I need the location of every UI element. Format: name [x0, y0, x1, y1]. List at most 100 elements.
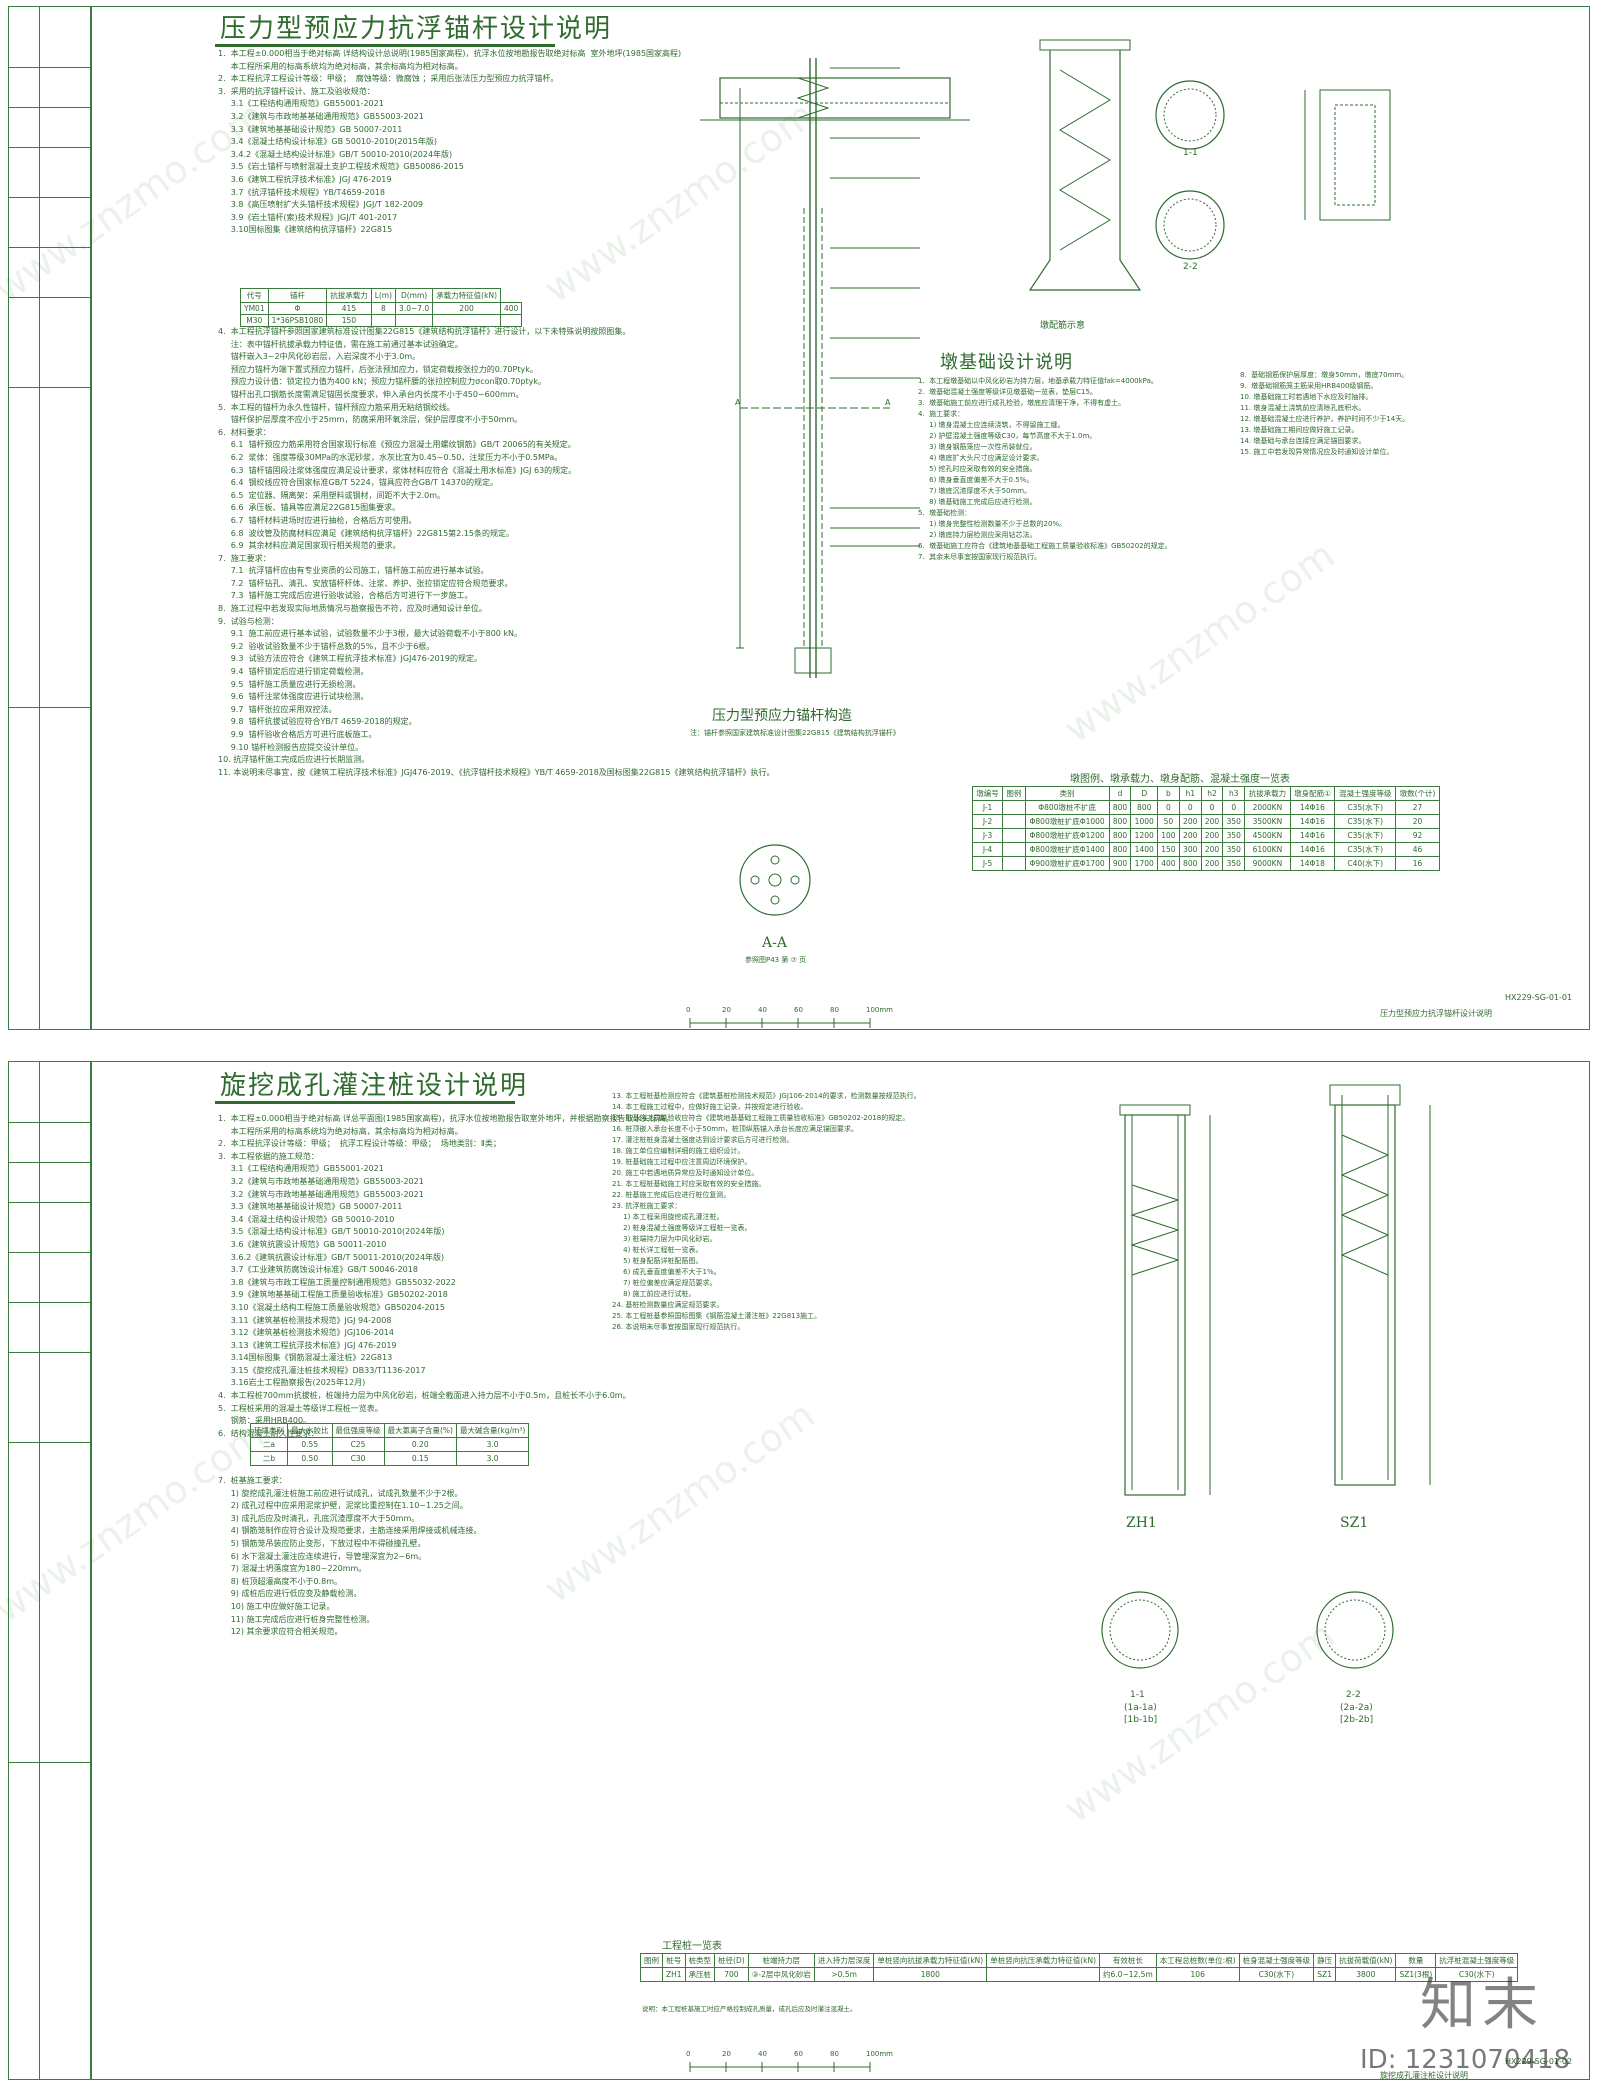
table-cell: 0: [1200, 800, 1224, 815]
pile-section-sub-1b: [1b-1b]: [1124, 1715, 1158, 1725]
table-cell: [986, 1967, 1101, 1982]
note-line: 预应力锚杆为端下置式预应力锚杆，后张法预加应力，锁定荷载按张拉力的0.70Pty…: [218, 364, 538, 374]
notes-block-b: 7. 桩基施工要求： 1) 旋挖成孔灌注桩施工前应进行试成孔，试成孔数量不少于2…: [218, 1475, 481, 1639]
note-line: 2) 墩底持力层检测应采用钻芯法。: [918, 531, 1037, 539]
table-cell: C30(水下): [1435, 1967, 1519, 1982]
drawing-sheet-1: 压力型预应力抗浮锚杆设计说明 1. 本工程±0.000相当于绝对标高 详结构设计…: [0, 0, 1600, 1040]
note-line: 13. 本工程桩基检测应符合《建筑基桩检测技术规范》JGJ106-2014的要求…: [612, 1092, 921, 1100]
table-cell: 承压桩: [684, 1967, 716, 1982]
table-cell: 16: [1395, 856, 1440, 871]
table-cell: 1700: [1130, 856, 1159, 871]
note-line: 3.6.2《建筑抗震设计标准》GB/T 50011-2010(2024年版): [218, 1252, 445, 1262]
pile-section-sub-2a: (2a-2a): [1340, 1703, 1373, 1713]
table-cell: 200: [432, 302, 501, 315]
scale-label: 60: [794, 1006, 803, 1014]
note-line: 3.7《工业建筑防腐蚀设计标准》GB/T 50046-2018: [218, 1265, 418, 1275]
table-header: 抗拔承载力: [1244, 786, 1291, 801]
table-cell: 0.55: [287, 1437, 333, 1452]
table-header: 桩身混凝土强度等级: [1238, 1953, 1315, 1968]
note-line: 3.3《建筑地基基础设计规范》GB 50007-2011: [218, 124, 403, 134]
table-header: 抗拔荷载值(kN): [1335, 1953, 1397, 1968]
pile-label-ZH1: ZH1: [1126, 1515, 1157, 1531]
table-cell: Φ800墩桩扩底Φ1000: [1024, 814, 1110, 829]
table-cell: 约6.0~12.5m: [1099, 1967, 1157, 1982]
table-cell: 20: [1395, 814, 1440, 829]
pier-notes: 1. 本工程墩基础以中风化砂岩为持力层，地基承载力特征值fak=4000kPa。…: [918, 376, 1172, 563]
table-header: h3: [1222, 786, 1246, 801]
note-line: 4) 墩底扩大头尺寸应满足设计要求。: [918, 454, 1044, 462]
table-header: 墩身配筋①: [1289, 786, 1336, 801]
table-cell: 200: [1178, 828, 1202, 843]
table-cell: C30: [331, 1451, 385, 1466]
table-cell: >0.5m: [813, 1967, 875, 1982]
table-cell: 106: [1155, 1967, 1240, 1982]
note-line: 23. 抗浮桩施工要求：: [612, 1202, 682, 1210]
table-cell: 1000: [1130, 814, 1159, 829]
note-line: 5. 工程桩采用的混凝土等级详工程桩一览表。: [218, 1403, 383, 1413]
note-line: 4. 施工要求：: [918, 410, 965, 418]
scale-label: 80: [830, 1006, 839, 1014]
note-line: 本工程所采用的标高系统均为绝对标高，其余标高均为相对标高。: [218, 61, 463, 71]
table-cell: J-2: [971, 814, 1004, 829]
note-line: 10. 抗浮锚杆施工完成后应进行长期监测。: [218, 755, 370, 765]
table-header: 图例: [640, 1953, 663, 1968]
table-cell: 0: [1222, 800, 1246, 815]
table-cell: C35(水下): [1334, 842, 1397, 857]
table-header: h1: [1178, 786, 1202, 801]
pile-label-SZ1: SZ1: [1340, 1515, 1369, 1531]
note-line: 7.3 锚杆施工完成后应进行验收试验，合格后方可进行下一步施工。: [218, 591, 473, 601]
table-header: 本工程总桩数(单位:根): [1155, 1953, 1240, 1968]
table-cell: 8: [370, 302, 397, 315]
table-cell: 50: [1157, 814, 1180, 829]
table-cell: C30(水下): [1238, 1967, 1315, 1982]
table-cell: [1002, 814, 1026, 829]
pile-table-title: 工程桩一览表: [662, 1941, 722, 1952]
table-cell: 14Φ16: [1289, 800, 1336, 815]
note-line: 10) 施工中应做好施工记录。: [218, 1601, 335, 1611]
table-cell: 350: [1222, 814, 1246, 829]
note-line: 5. 墩基础检测：: [918, 509, 972, 517]
table-header: 最大碱含量(kg/m³): [455, 1423, 530, 1438]
table-cell: 200: [1200, 856, 1224, 871]
table-cell: 3500KN: [1244, 814, 1291, 829]
note-line: 6. 材料要求：: [218, 427, 271, 437]
table-cell: 800: [1178, 856, 1202, 871]
note-line: 锚杆保护层厚度不应小于25mm，防腐采用环氧涂层，保护层厚度不小于50mm。: [218, 415, 523, 425]
table-cell: C35(水下): [1334, 828, 1397, 843]
table-cell: 800: [1130, 800, 1159, 815]
note-line: 2. 墩基础混凝土强度等级详见墩基础一览表，垫层C15。: [918, 388, 1097, 396]
note-line: 6. 墩基础施工应符合《建筑地基基础工程施工质量验收标准》GB50202的规定。: [918, 542, 1172, 550]
table-header: d: [1108, 786, 1132, 801]
table-cell: 1*36PSB1080: [267, 314, 328, 327]
table-cell: 200: [1200, 828, 1224, 843]
note-line: 3.14国标图集《钢筋混凝土灌注桩》22G813: [218, 1353, 393, 1363]
table-cell: 9000KN: [1244, 856, 1291, 871]
notes-block-mid: 13. 本工程桩基检测应符合《建筑基桩检测技术规范》JGJ106-2014的要求…: [612, 1091, 921, 1333]
aa-section-drawing: [739, 844, 811, 916]
note-line: 6) 成孔垂直度偏差不大于1%。: [612, 1268, 721, 1276]
table-cell: 0.20: [383, 1437, 457, 1452]
table-cell: 800: [1108, 828, 1132, 843]
title-underline: [215, 1101, 515, 1104]
note-line: 3.9《建筑地基基础工程施工质量验收标准》GB50202-2018: [218, 1290, 448, 1300]
table-cell: 3.0: [455, 1437, 530, 1452]
table-header: 单桩竖向抗压承载力特征值(kN): [986, 1953, 1101, 1968]
note-line: 9. 墩基础钢筋笼主筋采用HRB400级钢筋。: [1240, 382, 1378, 390]
table-header: 桩径(D): [714, 1953, 749, 1968]
note-line: 1. 本工程±0.000相当于绝对标高 详总平面图(1985国家高程)，抗浮水位…: [218, 1114, 674, 1123]
anchor-section-title: 压力型预应力锚杆构造: [712, 708, 852, 724]
aa-section-title: A-A: [762, 935, 787, 951]
note-line: 3.13《建筑工程抗浮技术标准》JGJ 476-2019: [218, 1340, 397, 1350]
note-line: 3) 墩身钢筋笼应一次性吊装就位。: [918, 443, 1037, 451]
table-header: L(m): [370, 288, 397, 303]
note-line: 9.10 锚杆检测报告应提交设计单位。: [218, 742, 364, 752]
page-title: 压力型预应力抗浮锚杆设计说明: [220, 14, 613, 44]
binding-strip: [8, 6, 92, 1030]
table-cell: Φ: [267, 302, 328, 315]
note-line: 2) 成孔过程中应采用泥浆护壁，泥浆比重控制在1.10~1.25之间。: [218, 1501, 468, 1511]
table-cell: YM01: [240, 302, 269, 315]
table-cell: [1002, 800, 1026, 815]
